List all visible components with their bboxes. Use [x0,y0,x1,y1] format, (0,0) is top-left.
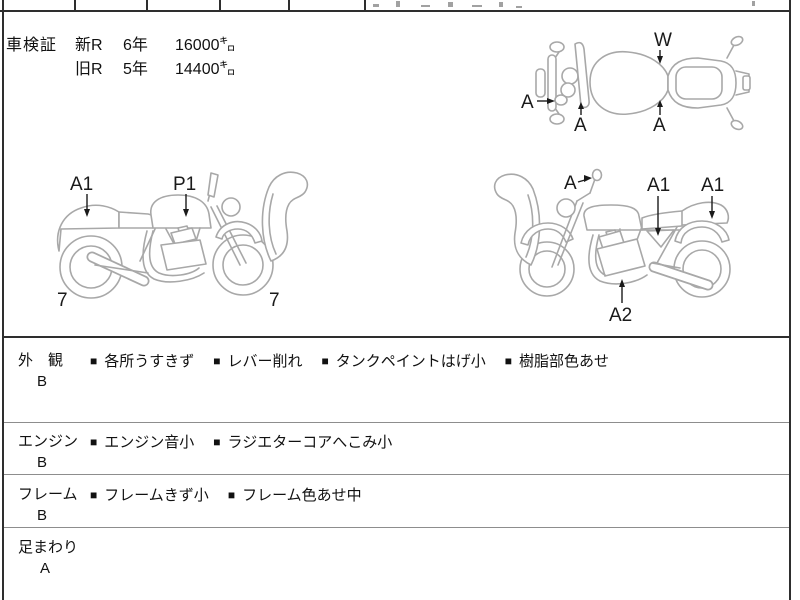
arrow-down-icon [657,56,663,64]
condition-note: ■各所うすきず [90,353,195,370]
condition-row-frame: フレーム B ■フレームきず小 ■フレーム色あせ中 [0,483,789,526]
label-seat-a: A [653,115,666,136]
condition-notes: ■フレームきず小 ■フレーム色あせ中 [90,484,362,505]
arrow-right-icon [584,175,592,182]
condition-grade: B [37,507,48,524]
section-divider [2,336,791,338]
row-divider [4,527,789,528]
label-engine-a2: A2 [609,305,632,325]
shaken-label: 車検証 [6,37,58,54]
label-front-a: A [574,115,587,136]
label-lever-a: A [521,92,534,113]
condition-note: ■フレームきず小 [90,487,209,504]
condition-category: 外 観 [18,352,64,369]
label-front-tire-7: 7 [269,290,280,311]
square-bullet-icon: ■ [227,487,236,502]
condition-category: エンジン [18,433,79,450]
arrow-down-icon [84,209,90,217]
header-bottom-rule [0,10,791,12]
condition-note: ■レバー削れ [213,353,303,370]
square-bullet-icon: ■ [321,353,329,368]
shaken-era: 旧R [75,61,103,78]
label-mirror-a: A [564,173,577,194]
condition-note: ■樹脂部色あせ [504,353,610,370]
arrow-up-icon [619,279,625,287]
header-cell-divider [364,0,366,10]
condition-row-exterior: 外 観 B ■各所うすきず ■レバー削れ ■タンクペイントはげ小 ■樹脂部色あせ [0,349,789,421]
condition-row-undercarriage: 足まわり A [0,536,789,596]
header-cell-divider [146,0,148,10]
condition-category: フレーム [18,486,78,503]
header-cell-divider [219,0,221,10]
square-bullet-icon: ■ [504,353,513,368]
square-bullet-icon: ■ [90,487,98,502]
condition-notes: ■エンジン音小 ■ラジエターコアへこみ小 [90,431,392,452]
condition-note: ■タンクペイントはげ小 [321,353,486,370]
row-divider [4,474,789,475]
condition-note: ■フレーム色あせ中 [227,487,362,504]
square-bullet-icon: ■ [90,434,98,449]
shaken-row-new: 新R 6年 16000㌔ [75,31,236,55]
shaken-year: 6年 [123,37,148,54]
label-side-cover-a1: A1 [647,175,670,196]
truncated-header-text [365,0,535,10]
shaken-mileage-block: 新R 6年 16000㌔ 旧R 5年 14400㌔ [75,31,236,79]
shaken-mileage: 14400㌔ [175,61,236,78]
condition-note: ■エンジン音小 [90,434,195,451]
label-rear-tire-7: 7 [57,290,68,311]
header-cell-divider [288,0,290,10]
shaken-era: 新R [75,37,103,54]
arrow-up-icon [578,102,584,109]
motorcycle-right-side-diagram: A A1 A1 A2 [493,168,731,325]
motorcycle-left-side-diagram: A1 P1 7 7 [56,171,309,311]
square-bullet-icon: ■ [90,353,98,368]
arrow-down-icon [709,211,715,219]
condition-grade: B [37,373,48,390]
header-cell-divider [74,0,76,10]
condition-grade: A [40,560,51,577]
condition-notes: ■各所うすきず ■レバー削れ ■タンクペイントはげ小 ■樹脂部色あせ [90,350,609,371]
shaken-year: 5年 [123,61,148,78]
label-tank-p1: P1 [173,174,196,195]
arrow-right-icon [547,98,555,104]
motorcycle-top-view-diagram: W A A A [521,30,751,136]
condition-note: ■ラジエターコアへこみ小 [213,434,393,451]
shaken-mileage: 16000㌔ [175,37,236,54]
arrow-up-icon [657,100,663,107]
label-width-w: W [654,30,672,51]
table-left-border [2,0,4,600]
arrow-down-icon [655,228,661,236]
condition-row-engine: エンジン B ■エンジン音小 ■ラジエターコアへこみ小 [0,430,789,473]
label-rear-cowl-a1: A1 [70,174,93,195]
row-divider [4,422,789,423]
table-right-border [789,0,791,600]
label-rear-cowl-a1: A1 [701,175,724,196]
arrow-down-icon [183,209,189,217]
condition-category: 足まわり [18,539,79,556]
shaken-row-old: 旧R 5年 14400㌔ [75,55,236,79]
square-bullet-icon: ■ [213,434,221,449]
condition-grade: B [37,454,48,471]
square-bullet-icon: ■ [213,353,221,368]
truncated-header-text [748,0,768,10]
